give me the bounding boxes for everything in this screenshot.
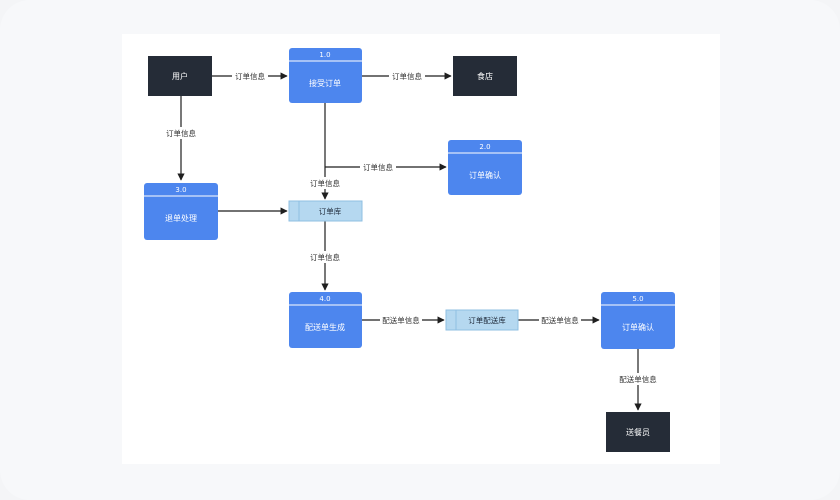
data-store-delivery[interactable]: 订单配送库 [445, 309, 519, 331]
flow-label-delivery-to-p5: 配送单信息 [541, 315, 579, 325]
process-2[interactable]: 2.0 订单确认 [448, 140, 522, 195]
process-3-id: 3.0 [175, 186, 186, 194]
data-store-delivery-label: 订单配送库 [468, 315, 506, 325]
process-4[interactable]: 4.0 配送单生成 [289, 292, 362, 348]
flow-label-p1-to-orders: 订单信息 [310, 178, 340, 188]
process-1[interactable]: 1.0 接受订单 [289, 48, 362, 103]
connectors [177, 72, 642, 411]
flow-labels: 订单信息 订单信息 订单信息 订单信息 订单信息 订单信息 配送单信息 配送单信… [163, 70, 659, 385]
flow-label-p1-to-p2: 订单信息 [363, 162, 393, 172]
data-store-orders-label: 订单库 [319, 206, 342, 216]
process-1-label: 接受订单 [309, 78, 341, 88]
flow-label-user-to-p3: 订单信息 [166, 128, 196, 138]
process-4-id: 4.0 [319, 295, 330, 303]
external-entity-courier[interactable]: 送餐员 [606, 412, 670, 452]
process-2-label: 订单确认 [469, 170, 501, 180]
process-5-id: 5.0 [632, 295, 643, 303]
data-flow-diagram: 订单信息 订单信息 订单信息 订单信息 订单信息 订单信息 配送单信息 配送单信… [144, 48, 675, 452]
flow-label-p1-to-store: 订单信息 [392, 71, 422, 81]
flow-label-user-to-p1: 订单信息 [235, 71, 265, 81]
external-entity-store[interactable]: 食店 [453, 56, 517, 96]
process-1-id: 1.0 [319, 51, 330, 59]
process-3-label: 退单处理 [165, 213, 197, 223]
external-entity-user[interactable]: 用户 [148, 56, 212, 96]
flow-label-orders-to-p4: 订单信息 [310, 252, 340, 262]
process-2-id: 2.0 [479, 143, 490, 151]
entity-label-user: 用户 [172, 71, 188, 81]
process-4-label: 配送单生成 [305, 322, 345, 332]
flow-label-p4-to-delivery: 配送单信息 [382, 315, 420, 325]
process-3[interactable]: 3.0 退单处理 [144, 183, 218, 240]
entity-label-courier: 送餐员 [626, 427, 650, 437]
diagram-canvas: 订单信息 订单信息 订单信息 订单信息 订单信息 订单信息 配送单信息 配送单信… [122, 34, 720, 464]
data-store-orders[interactable]: 订单库 [288, 200, 363, 222]
flow-label-p5-to-courier: 配送单信息 [619, 374, 657, 384]
entity-label-store: 食店 [477, 71, 493, 81]
process-5[interactable]: 5.0 订单确认 [601, 292, 675, 349]
process-5-label: 订单确认 [622, 322, 654, 332]
